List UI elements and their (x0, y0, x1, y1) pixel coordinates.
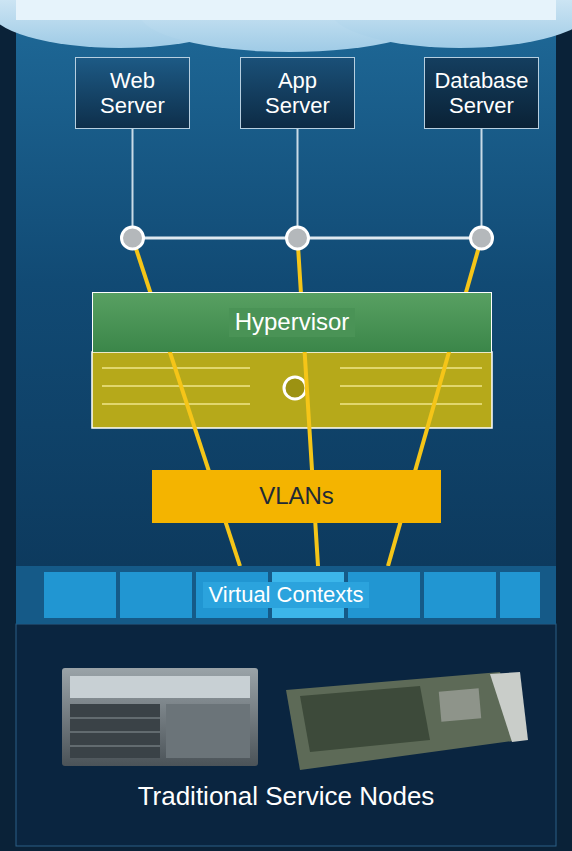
layer-label: Traditional Service Nodes (138, 781, 435, 812)
vnic-port (471, 227, 493, 249)
server-label: Web Server (82, 68, 183, 119)
vnic-port (287, 227, 309, 249)
layer-band: Hypervisor (92, 292, 492, 352)
server-box: Database Server (424, 57, 539, 129)
layer-band: Virtual Contexts (16, 566, 556, 624)
bottom-panel (16, 624, 556, 846)
cloud (0, 0, 572, 52)
service-module-card (286, 672, 528, 770)
service-appliance (62, 668, 258, 766)
layer-label: VLANs (253, 482, 340, 511)
server-label: App Server (247, 68, 348, 119)
server-box: App Server (240, 57, 355, 129)
server-box: Web Server (75, 57, 190, 129)
server-label: Database Server (431, 68, 532, 119)
main-panel (16, 0, 556, 566)
vnic-port (122, 227, 144, 249)
layer-label: Virtual Contexts (203, 582, 370, 608)
layer-label: Hypervisor (229, 308, 356, 337)
service-node-panel: Traditional Service Nodes (16, 632, 556, 842)
layer-band: VLANs (152, 470, 441, 523)
